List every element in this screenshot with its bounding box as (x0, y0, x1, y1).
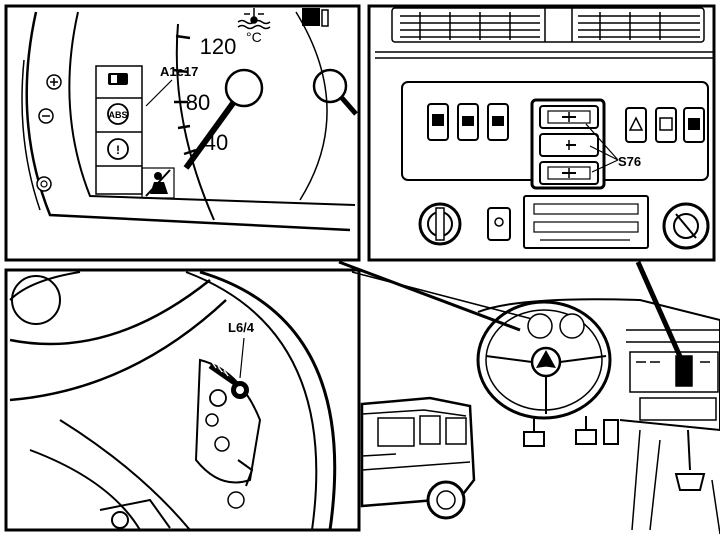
dashboard-outline (477, 298, 720, 432)
panel-switch-panel: S76 (367, 4, 716, 262)
fuel-gauge-hub (312, 68, 348, 104)
rotary-knob-right (662, 202, 710, 250)
panel-frame (4, 4, 361, 262)
hazard-switch (625, 107, 647, 143)
rocker-switch-6 (683, 107, 705, 143)
callout-a1e17-leader (145, 79, 173, 107)
overview-tachometer (559, 313, 585, 339)
gauge-tick-80: 80 (186, 90, 210, 115)
speed-sensor (208, 361, 249, 399)
connector-to-steering (351, 271, 537, 321)
bezel-edge (21, 59, 41, 211)
panel-instrument-cluster: ABS ! 120 °C 80 40 (4, 4, 361, 262)
callout-a1e17: A1e17 (160, 64, 198, 79)
fuel-icon (302, 8, 329, 27)
callout-s76: S76 (618, 154, 641, 169)
temperature-unit: °C (246, 29, 262, 45)
pedals (523, 416, 619, 447)
gauge-divider (295, 11, 328, 201)
callout-s76-leader (585, 123, 619, 173)
air-vent-row (391, 7, 705, 43)
gauge-tick-120: 120 (200, 34, 237, 59)
small-push-button (487, 207, 511, 241)
callout-l6-4: L6/4 (228, 320, 255, 335)
reset-button (36, 176, 52, 192)
warning-lamp-strip (95, 65, 143, 195)
center-console (629, 351, 719, 421)
panel-frame (4, 268, 361, 532)
vehicle-silhouette (360, 396, 476, 520)
svg-text:ABS: ABS (108, 110, 127, 120)
panel-overview (338, 260, 720, 534)
abs-icon: ABS (107, 103, 129, 125)
bezel-inner-arc (68, 11, 356, 206)
svg-text:!: ! (116, 143, 120, 157)
steering-wheel-spoke (9, 279, 227, 402)
panel-steering-column: L6/4 (4, 268, 361, 532)
bolt (111, 511, 129, 529)
steering-wheel-rim-inner (185, 271, 318, 531)
differential-lock-switch-block (530, 98, 606, 190)
dashboard-vent (626, 329, 720, 343)
floor-lines (631, 429, 720, 534)
dash-trim (375, 51, 714, 59)
rocker-switch-5 (655, 107, 677, 143)
overview-speedometer (527, 313, 553, 339)
temp-gauge-arc (175, 23, 215, 221)
bracket (99, 498, 171, 529)
connector-to-cluster (338, 260, 521, 332)
seatbelt-icon (141, 167, 175, 199)
rocker-switch-1 (427, 103, 449, 141)
brake-warning-icon: ! (107, 138, 129, 160)
rocker-switch-3 (487, 103, 509, 141)
hub-detail (11, 275, 61, 325)
connector-to-switches (635, 260, 689, 372)
gear-lever (674, 429, 706, 491)
overview-steering-wheel (476, 300, 612, 420)
coolant-temperature-icon (237, 8, 271, 30)
rotary-knob-left (418, 202, 462, 246)
plus-button (46, 74, 62, 90)
dash-edge (9, 271, 81, 301)
steering-wheel-rim (199, 270, 337, 531)
rocker-switch-2 (457, 103, 479, 141)
needle-hub (224, 68, 264, 108)
callout-l6-4-leader (239, 337, 245, 379)
column-shroud (29, 419, 191, 531)
battery-icon (108, 73, 128, 85)
bezel-outer-arc (25, 11, 351, 232)
minus-button (38, 108, 54, 124)
fuel-gauge-needle (340, 96, 358, 116)
radio-unit (523, 195, 649, 249)
temp-gauge-ticks (173, 34, 197, 156)
